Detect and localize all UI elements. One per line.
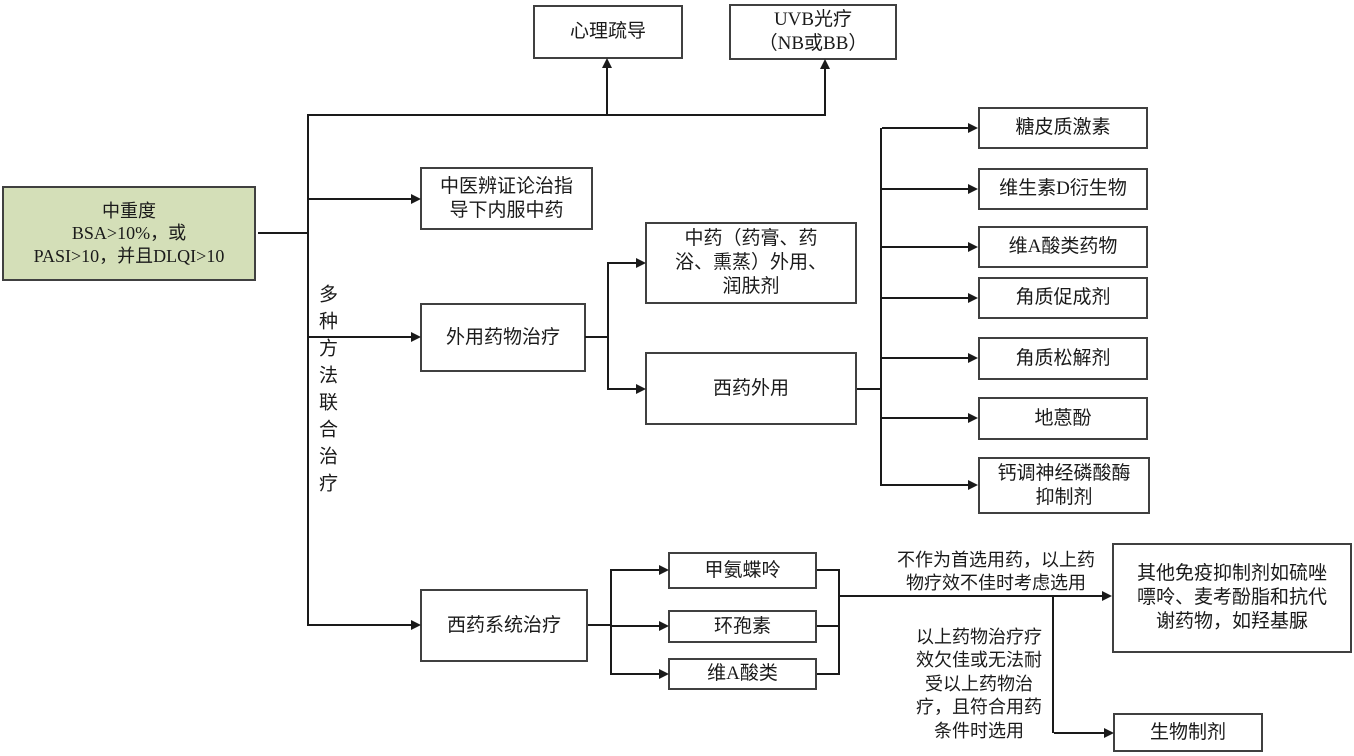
node-calcineurin-inhibitor: 钙调神经磷酸酶 抑制剂 — [978, 457, 1150, 514]
connector-line — [607, 262, 609, 390]
connector-line — [817, 625, 838, 627]
connector-line — [840, 595, 1104, 597]
arrowhead-right-icon — [968, 413, 978, 423]
arrowhead-right-icon — [968, 123, 978, 133]
node-acitretin-class: 维A酸类 — [668, 658, 817, 690]
node-other-immunosuppressants: 其他免疫抑制剂如硫唑 嘌呤、麦考酚脂和抗代 谢药物，如羟基脲 — [1112, 543, 1352, 653]
connector-line — [882, 297, 970, 299]
arrowhead-right-icon — [411, 332, 421, 342]
connector-line — [612, 569, 660, 571]
connector-line — [609, 262, 638, 264]
node-tcm-oral-medicine: 中医辨证论治指 导下内服中药 — [420, 167, 593, 230]
connector-line — [882, 188, 970, 190]
arrowhead-up-icon — [602, 58, 612, 68]
arrowhead-right-icon — [659, 669, 669, 679]
arrowhead-right-icon — [636, 384, 646, 394]
connector-line — [307, 336, 411, 338]
connector-line — [585, 336, 609, 338]
combo-treatment-label: 多种方法联合治疗 — [316, 284, 337, 500]
node-keratolytic-agent: 角质松解剂 — [978, 337, 1148, 380]
node-tcm-external-use: 中药（药膏、药 浴、熏蒸）外用、 润肤剂 — [645, 222, 857, 304]
node-dithranol: 地蒽酚 — [978, 397, 1148, 440]
connector-line — [612, 673, 660, 675]
connector-line — [307, 114, 826, 116]
connector-line — [606, 68, 608, 115]
connector-line — [817, 673, 838, 675]
node-western-topical: 西药外用 — [645, 352, 857, 425]
connector-line — [882, 357, 970, 359]
arrowhead-right-icon — [968, 242, 978, 252]
connector-line — [1052, 597, 1054, 733]
arrowhead-right-icon — [659, 565, 669, 575]
connector-line — [612, 625, 660, 627]
arrowhead-right-icon — [659, 621, 669, 631]
node-retinoid-drugs: 维A酸类药物 — [978, 226, 1148, 268]
arrowhead-right-icon — [968, 184, 978, 194]
arrowhead-right-icon — [411, 194, 421, 204]
connector-line — [258, 232, 307, 234]
node-severity-criteria: 中重度 BSA>10%，或 PASI>10，并且DLQI>10 — [2, 186, 256, 281]
arrowhead-right-icon — [968, 480, 978, 490]
connector-line — [817, 569, 838, 571]
arrowhead-right-icon — [636, 258, 646, 268]
connector-line — [307, 198, 411, 200]
node-methotrexate: 甲氨蝶呤 — [668, 552, 817, 589]
connector-line — [307, 114, 309, 626]
node-psychological-counseling: 心理疏导 — [533, 5, 683, 59]
arrowhead-right-icon — [411, 620, 421, 630]
connector-line — [838, 569, 840, 675]
node-vitamin-d-derivative: 维生素D衍生物 — [978, 168, 1148, 210]
note-not-first-choice: 不作为首选用药，以上药 物疗效不佳时考虑选用 — [897, 550, 1095, 594]
node-ciclosporin: 环孢素 — [668, 610, 817, 643]
arrowhead-right-icon — [1104, 728, 1114, 738]
connector-line — [588, 624, 612, 626]
arrowhead-right-icon — [968, 293, 978, 303]
node-systemic-western-treatment: 西药系统治疗 — [420, 589, 588, 662]
connector-line — [307, 624, 411, 626]
connector-line — [880, 128, 882, 486]
arrowhead-right-icon — [968, 353, 978, 363]
connector-line — [882, 484, 970, 486]
connector-line — [824, 69, 826, 115]
node-biologics: 生物制剂 — [1113, 713, 1263, 752]
connector-line — [882, 417, 970, 419]
connector-line — [882, 127, 970, 129]
connector-line — [610, 569, 612, 675]
connector-line — [1054, 732, 1105, 734]
note-biologics-condition: 以上药物治疗疗 效欠佳或无法耐 受以上药物治 疗，且符合用药 条件时选用 — [916, 627, 1042, 741]
node-keratoplastic-agent: 角质促成剂 — [978, 277, 1148, 319]
connector-line — [882, 246, 970, 248]
arrowhead-right-icon — [1102, 591, 1112, 601]
arrowhead-up-icon — [820, 59, 830, 69]
node-glucocorticoid: 糖皮质激素 — [978, 107, 1148, 149]
node-topical-drug-treatment: 外用药物治疗 — [420, 303, 586, 372]
node-uvb-phototherapy: UVB光疗 （NB或BB） — [729, 4, 897, 60]
connector-line — [857, 388, 882, 390]
connector-line — [609, 388, 638, 390]
